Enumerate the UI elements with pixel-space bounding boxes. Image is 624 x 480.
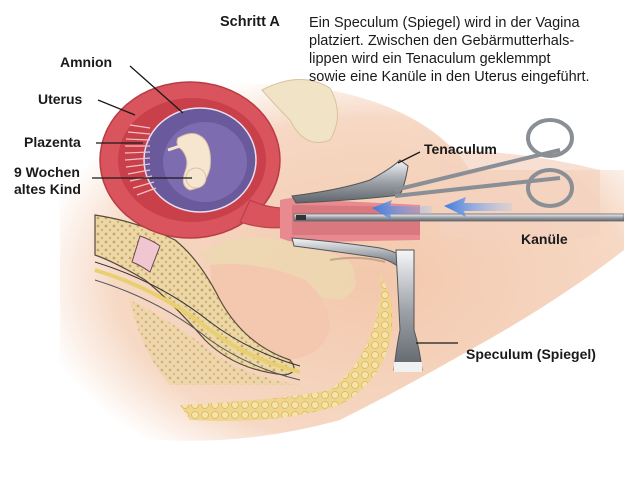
fat-layer [180, 270, 393, 421]
label-kind-line1: 9 Wochen [14, 164, 80, 180]
label-speculum: Speculum (Spiegel) [466, 346, 596, 362]
leader-uterus [97, 99, 136, 116]
label-tenaculum: Tenaculum [424, 141, 497, 157]
pubic-bone [261, 79, 338, 143]
label-kanule: Kanüle [521, 231, 568, 247]
step-title: Schritt A [220, 14, 280, 30]
direction-arrow-2 [444, 197, 512, 217]
speculum-upper-blade [291, 159, 409, 204]
tenaculum [394, 118, 574, 208]
step-line: sowie eine Kanüle in den Uterus eingefüh… [309, 69, 590, 85]
cannula [293, 213, 624, 222]
label-plazenta: Plazenta [24, 134, 81, 150]
label-amnion: Amnion [60, 54, 113, 70]
label-uterus: Uterus [38, 91, 83, 107]
step-line: lippen wird ein Tenaculum geklemmpt [309, 51, 551, 67]
step-line: Ein Speculum (Spiegel) wird in der Vagin… [309, 15, 580, 31]
label-kind-line2: altes Kind [14, 181, 81, 197]
step-line: platziert. Zwischen den Gebärmutterhals- [309, 33, 575, 49]
leader-tenaculum [397, 151, 421, 164]
leader-amnion [129, 65, 184, 114]
step-description: Ein Speculum (Spiegel) wird in der Vagin… [309, 14, 621, 86]
direction-arrow-1 [372, 200, 432, 220]
